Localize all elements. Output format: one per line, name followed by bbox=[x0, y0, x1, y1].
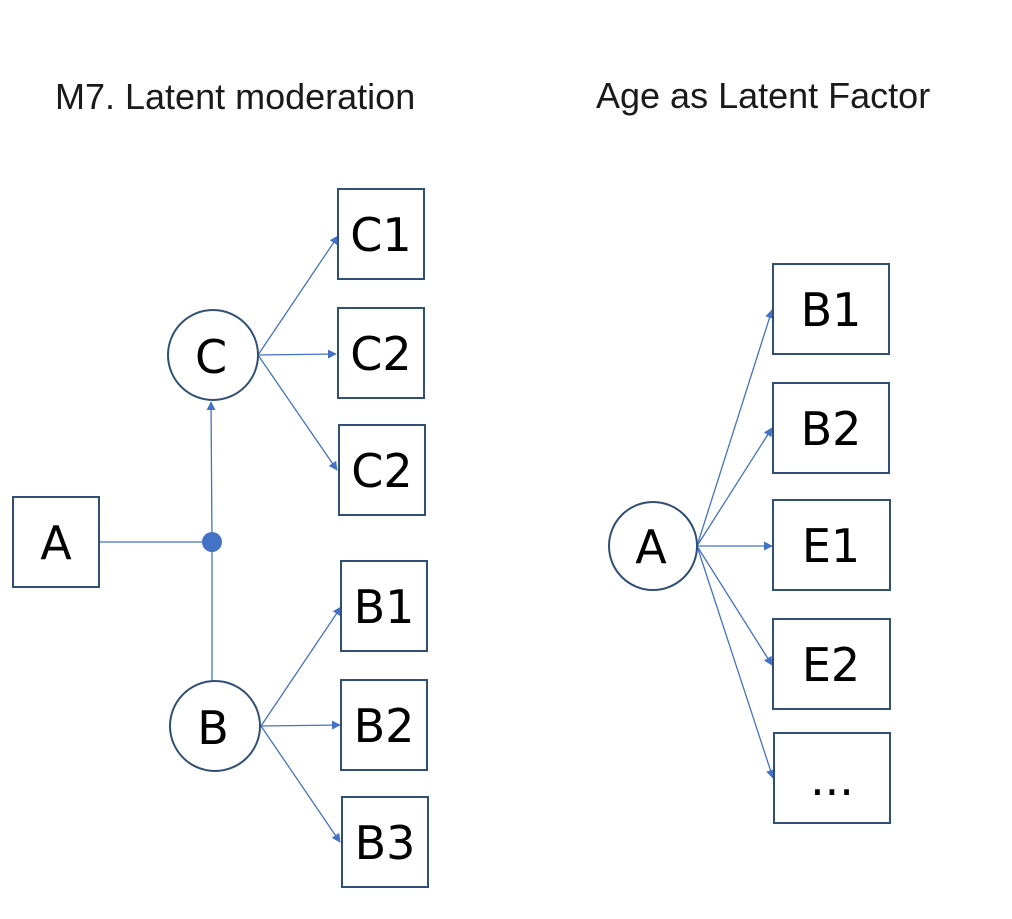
node-b-latent: B bbox=[169, 680, 261, 772]
node-b2-label: B2 bbox=[354, 699, 415, 753]
node-a-observed: A bbox=[12, 496, 100, 588]
node-b1-label: B1 bbox=[354, 580, 415, 634]
node-c1-label: C1 bbox=[350, 208, 411, 262]
node-right-e1-label: E1 bbox=[802, 519, 860, 573]
edge-c-c1 bbox=[257, 235, 339, 356]
edge-moderator-c bbox=[206, 401, 216, 543]
moderation-point bbox=[202, 532, 222, 552]
node-c2b-label: C2 bbox=[351, 444, 412, 498]
node-c-label: C bbox=[195, 330, 227, 384]
edge-a-b2 bbox=[696, 427, 773, 547]
edge-b-b1 bbox=[260, 606, 342, 727]
node-c2a-indicator: C2 bbox=[337, 307, 425, 399]
node-c2b-indicator: C2 bbox=[338, 424, 426, 516]
node-right-b1-label: B1 bbox=[801, 283, 862, 337]
node-right-e2-label: E2 bbox=[802, 638, 860, 692]
node-right-more-label: ... bbox=[810, 752, 854, 806]
node-right-e2: E2 bbox=[772, 618, 891, 710]
edge-b-b2 bbox=[260, 720, 341, 730]
left-title: M7. Latent moderation bbox=[55, 76, 415, 117]
edge-c-c2b bbox=[257, 354, 338, 471]
node-b3-label: B3 bbox=[355, 816, 416, 870]
node-right-b2: B2 bbox=[772, 382, 890, 474]
node-right-b2-label: B2 bbox=[801, 402, 862, 456]
node-right-e1: E1 bbox=[772, 499, 891, 591]
node-c2a-label: C2 bbox=[350, 327, 411, 381]
edge-a-b1 bbox=[696, 309, 774, 547]
node-right-b1: B1 bbox=[772, 263, 890, 355]
right-title: Age as Latent Factor bbox=[596, 75, 930, 116]
node-b1-indicator: B1 bbox=[340, 560, 428, 652]
node-b3-indicator: B3 bbox=[341, 796, 429, 888]
edge-b-b3 bbox=[260, 725, 341, 843]
node-a-label: A bbox=[40, 516, 72, 570]
node-c1-indicator: C1 bbox=[337, 188, 425, 280]
node-b2-indicator: B2 bbox=[340, 679, 428, 771]
node-c-latent: C bbox=[167, 309, 259, 401]
node-a-age-latent: A bbox=[608, 501, 698, 591]
edge-a-e2 bbox=[696, 545, 773, 666]
edge-a-more bbox=[696, 545, 775, 779]
node-right-more: ... bbox=[773, 732, 891, 824]
node-b-label: B bbox=[197, 701, 229, 755]
edge-c-c2a bbox=[257, 349, 337, 359]
node-a-age-label: A bbox=[635, 520, 667, 574]
